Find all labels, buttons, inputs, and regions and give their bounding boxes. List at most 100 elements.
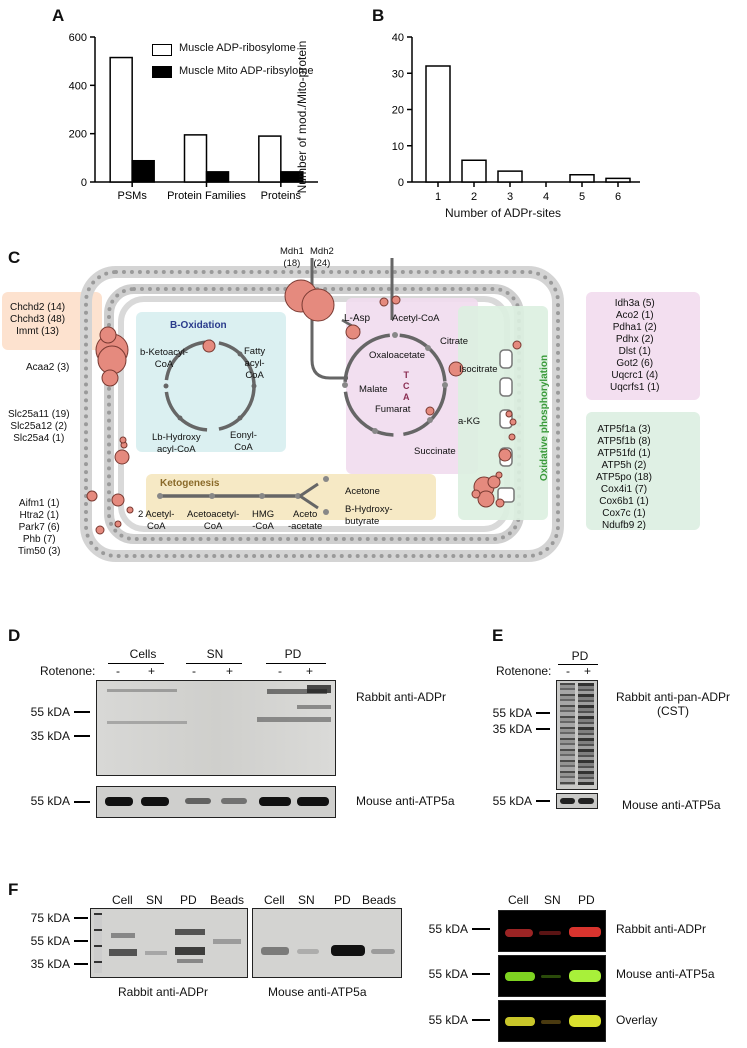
adpr-marker	[508, 433, 516, 441]
f-mw-tick	[472, 928, 490, 930]
band	[297, 705, 331, 709]
band	[569, 927, 601, 937]
x-tick-label-b: 3	[507, 191, 513, 203]
bar-a	[183, 134, 208, 183]
oxphos-title: Oxidative phosphorylation	[539, 354, 550, 482]
d-group-line-pd	[266, 663, 326, 664]
e-pan-adpr-blot	[556, 680, 598, 790]
f-rlabel-overlay: Overlay	[616, 1013, 658, 1027]
d-mw-35: 35 kDA	[30, 729, 70, 743]
node	[442, 382, 448, 388]
y-tick-label-a: 0	[81, 177, 87, 189]
f-caption-adpr: Rabbit anti-ADPr	[118, 985, 209, 999]
adpr-marker	[512, 340, 522, 350]
mdh2-label: Mdh2 (24)	[310, 246, 334, 269]
adpr-marker	[111, 493, 125, 507]
adpr-marker	[425, 406, 435, 416]
cristae-genes: Chchd2 (14) Chchd3 (48) Immt (13)	[10, 302, 66, 337]
f-mw-tick	[74, 963, 88, 965]
oxphos-genes: ATP5f1a (3) ATP5f1b (8) ATP51fd (1) ATP5…	[596, 424, 652, 531]
f-lane-cell: Cell	[112, 893, 133, 907]
band	[257, 717, 331, 722]
band	[111, 933, 135, 938]
f-green-blot	[498, 955, 606, 997]
b-oxidation-title: B-Oxidation	[170, 320, 227, 331]
x-tick-label-a: PSMs	[117, 190, 147, 202]
f-atp5a-blot	[252, 908, 402, 978]
panel-label-d: D	[8, 626, 21, 645]
band	[145, 951, 167, 955]
chart-b-xlabel: Number of ADPr-sites	[445, 206, 562, 220]
f-mw-tick	[74, 917, 88, 919]
adpr-marker	[487, 475, 501, 489]
e-atp5a-blot	[556, 793, 598, 809]
adpr-marker	[498, 448, 512, 462]
band	[569, 1015, 601, 1027]
band	[107, 689, 177, 692]
panel-label-b: B	[372, 6, 385, 25]
band	[307, 685, 331, 693]
adpr-marker	[509, 418, 517, 426]
band	[141, 797, 169, 806]
y-tick-label-b: 20	[392, 105, 404, 117]
lane-smear	[560, 683, 575, 785]
e-group-pd: PD	[571, 649, 589, 663]
complex-ii	[499, 377, 513, 397]
ims-genes: Aifm1 (1) Htra2 (1) Park7 (6) Phb (7) Ti…	[18, 498, 61, 557]
y-tick-label-b: 10	[392, 141, 404, 153]
node	[259, 493, 265, 499]
e-rotenone-label: Rotenone:	[496, 664, 552, 678]
x-tick-label-b: 5	[579, 191, 585, 203]
f-lane3-cell: Cell	[508, 893, 529, 907]
x-tick-label-b: 4	[543, 191, 549, 203]
f-red-blot	[498, 910, 606, 952]
diagram-c-drawing	[86, 258, 522, 535]
citrate-label: Citrate	[440, 336, 468, 347]
bar-b	[425, 65, 451, 183]
acetoacetate-label: Aceto -acetate	[288, 509, 323, 532]
ketogenesis-branch	[299, 482, 319, 510]
band	[331, 945, 365, 956]
node	[209, 493, 215, 499]
adpr-marker	[119, 436, 127, 444]
band	[541, 1020, 561, 1024]
legend-label-mito-ribsylome: Muscle Mito ADP-ribsylome	[179, 65, 314, 77]
atp-synthase	[497, 487, 515, 503]
acetone-label: Acetone	[345, 486, 380, 497]
fumarat-label: Fumarat	[375, 404, 411, 415]
d-label-atp5a: Mouse anti-ATP5a	[356, 794, 455, 808]
d-mw-tick	[74, 711, 90, 713]
f-lane-pd-2: PD	[334, 893, 351, 907]
node	[163, 383, 169, 389]
d-group-line-sn	[186, 663, 242, 664]
panel-label-a: A	[52, 6, 65, 25]
adpr-marker	[101, 369, 119, 387]
f-mw-tick	[472, 973, 490, 975]
e-group-line	[558, 664, 598, 665]
tca-letters: T C A	[403, 370, 410, 402]
band	[297, 797, 329, 806]
band	[259, 797, 291, 806]
e-mw-55-atp: 55 kDA	[492, 794, 532, 808]
adpr-marker	[126, 506, 134, 514]
band	[175, 929, 205, 935]
box-oxphos-genes	[586, 412, 700, 530]
f-mw-55: 55 kDA	[30, 934, 70, 948]
x-tick-label-a: Proteins	[261, 190, 302, 202]
band	[267, 689, 327, 694]
f-mw-tick	[74, 940, 88, 942]
bar-a	[131, 159, 155, 183]
band	[371, 949, 395, 954]
panel-label-c: C	[8, 248, 21, 267]
d-mw-tick	[74, 735, 90, 737]
d-mw-tick	[74, 801, 90, 803]
f-lane-beads: Beads	[210, 893, 245, 907]
f-rlabel-adpr: Rabbit anti-ADPr	[616, 922, 707, 936]
d-group-line-cells	[108, 663, 164, 664]
f-mwr-55-1: 55 kDA	[428, 922, 468, 936]
e-label-atp5a: Mouse anti-ATP5a	[622, 798, 721, 812]
band	[261, 947, 289, 955]
y-tick-label-a: 400	[69, 80, 87, 92]
adpr-marker	[99, 326, 117, 344]
y-tick-label-a: 600	[69, 32, 87, 44]
